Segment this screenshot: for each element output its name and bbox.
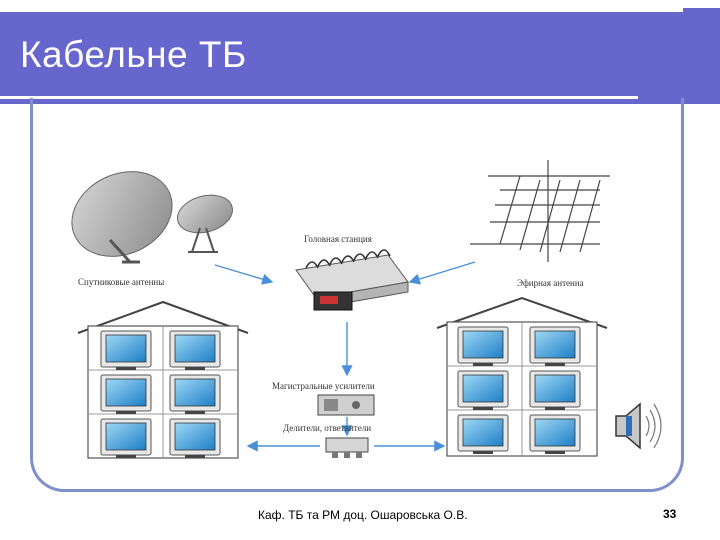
tv-set bbox=[100, 374, 152, 415]
splitter-tap bbox=[325, 437, 369, 458]
label-trunk-amplifiers: Магистральные усилители bbox=[272, 381, 375, 391]
terrestrial-antenna bbox=[470, 160, 610, 262]
tv-set bbox=[529, 414, 581, 455]
tv-set bbox=[457, 326, 509, 367]
title-bar-tab bbox=[683, 8, 720, 18]
label-splitters-taps: Делители, ответвители bbox=[283, 423, 371, 433]
label-satellite-antennas: Спутниковые антенны bbox=[78, 277, 164, 287]
speaker-icon[interactable] bbox=[612, 398, 664, 459]
slide-title: Кабельне ТБ bbox=[20, 34, 247, 75]
arrow-antenna-to-head bbox=[408, 261, 476, 285]
trunk-amplifier bbox=[317, 394, 375, 416]
right-house bbox=[436, 296, 608, 457]
left-house bbox=[77, 300, 249, 459]
satellite-dish-large bbox=[71, 171, 173, 264]
tv-set bbox=[100, 330, 152, 371]
content-frame bbox=[30, 98, 684, 492]
tv-set bbox=[169, 374, 221, 415]
title-bar bbox=[0, 12, 720, 104]
tv-set bbox=[457, 370, 509, 411]
title-underline bbox=[0, 96, 638, 99]
tv-set bbox=[169, 330, 221, 371]
head-station-equipment bbox=[295, 249, 409, 311]
tv-set bbox=[529, 370, 581, 411]
satellite-dish-small bbox=[177, 194, 233, 253]
tv-set bbox=[100, 418, 152, 459]
page-number: 33 bbox=[663, 507, 677, 521]
tv-set bbox=[457, 414, 509, 455]
tv-set bbox=[529, 326, 581, 367]
slide-footer: Каф. ТБ та РМ доц. Ошаровська О.В. bbox=[258, 508, 468, 522]
label-terrestrial-antenna: Эфирная антенна bbox=[517, 278, 584, 288]
label-head-station: Головная станция bbox=[304, 234, 372, 244]
arrow-satellite-to-head bbox=[214, 264, 274, 285]
tv-set bbox=[169, 418, 221, 459]
